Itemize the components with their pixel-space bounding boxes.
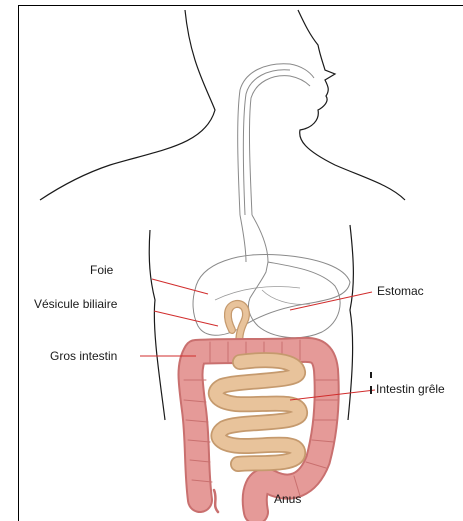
- label-foie: Foie: [90, 263, 113, 277]
- torso-right-outline: [348, 225, 353, 420]
- label-gros-intestin: Gros intestin: [50, 349, 117, 363]
- liver-lobe-line: [215, 287, 300, 301]
- label-anus: Anus: [274, 492, 301, 506]
- esophagus: [238, 64, 314, 262]
- leader-vesicule: [154, 311, 218, 326]
- leader-estomac: [290, 292, 372, 310]
- small-intestine: [216, 360, 300, 464]
- head-profile-outline: [40, 10, 215, 200]
- label-intestin-grele: Intestin grêle: [376, 382, 445, 396]
- liver-outline: [193, 254, 350, 335]
- label-vesicule-biliaire: Vésicule biliaire: [34, 297, 117, 311]
- torso-left-outline: [149, 230, 165, 420]
- label-estomac: Estomac: [377, 284, 424, 298]
- leader-foie: [152, 279, 208, 294]
